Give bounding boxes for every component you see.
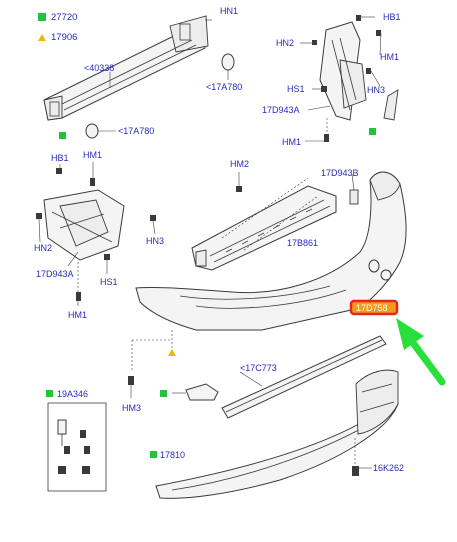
label-hm1-left-top: HM1 [83, 150, 102, 160]
green-square-icon [369, 128, 376, 135]
green-square-icon [150, 451, 157, 458]
green-square-icon [160, 390, 167, 397]
left-bracket [36, 162, 156, 306]
label-16k262: 16K262 [373, 463, 404, 473]
label-hn1-top: HN1 [220, 6, 238, 16]
label-19a346: 19A346 [57, 389, 88, 399]
label-highlighted-part: 17D758 [356, 303, 388, 313]
label-17810: 17810 [160, 450, 185, 460]
label-17b861: 17B861 [287, 238, 318, 248]
yellow-triangle-icon [38, 34, 46, 41]
label-hn3-left: HN3 [146, 236, 164, 246]
bumper-reinforcement [43, 15, 235, 139]
label-hn3-right: HN3 [367, 85, 385, 95]
label-hn2-right: HN2 [276, 38, 294, 48]
fastener-kit [46, 390, 107, 492]
label-hs1-left: HS1 [100, 277, 118, 287]
highlighted-part-callout[interactable]: 17D758 [349, 299, 399, 316]
label-hm1-right-bottom: HM1 [282, 137, 301, 147]
energy-absorber [191, 172, 337, 271]
green-square-icon [46, 390, 53, 397]
label-hm1-right-top: HM1 [380, 52, 399, 62]
label-17d943b: 17D943B [321, 168, 359, 178]
trim-strip [221, 335, 387, 419]
label-17c773: <17C773 [240, 363, 277, 373]
label-17d943a-left: 17D943A [36, 269, 74, 279]
bumper-cover [131, 171, 407, 372]
legend: 27720 17906 [38, 12, 77, 43]
label-hm2: HM2 [230, 159, 249, 169]
yellow-triangle-icon [168, 349, 176, 356]
right-bracket [300, 15, 399, 142]
legend-square-code: 27720 [51, 12, 77, 23]
label-hs1-right: HS1 [287, 84, 305, 94]
green-square-icon [59, 132, 66, 139]
label-hb1-left: HB1 [51, 153, 69, 163]
label-40338: <40338 [84, 63, 114, 73]
green-arrow-icon [396, 318, 446, 386]
label-hm3: HM3 [122, 403, 141, 413]
label-17d943a-right: 17D943A [262, 105, 300, 115]
label-hb1-right: HB1 [383, 12, 401, 22]
label-hn2-left: HN2 [34, 243, 52, 253]
legend-triangle-code: 17906 [51, 32, 77, 43]
label-17a780-b: <17A780 [118, 126, 154, 136]
hm3-clip [128, 376, 219, 401]
lower-valance [150, 369, 399, 499]
green-square-icon [38, 13, 46, 21]
label-hm1-left-bottom: HM1 [68, 310, 87, 320]
label-17a780-a: <17A780 [206, 82, 242, 92]
